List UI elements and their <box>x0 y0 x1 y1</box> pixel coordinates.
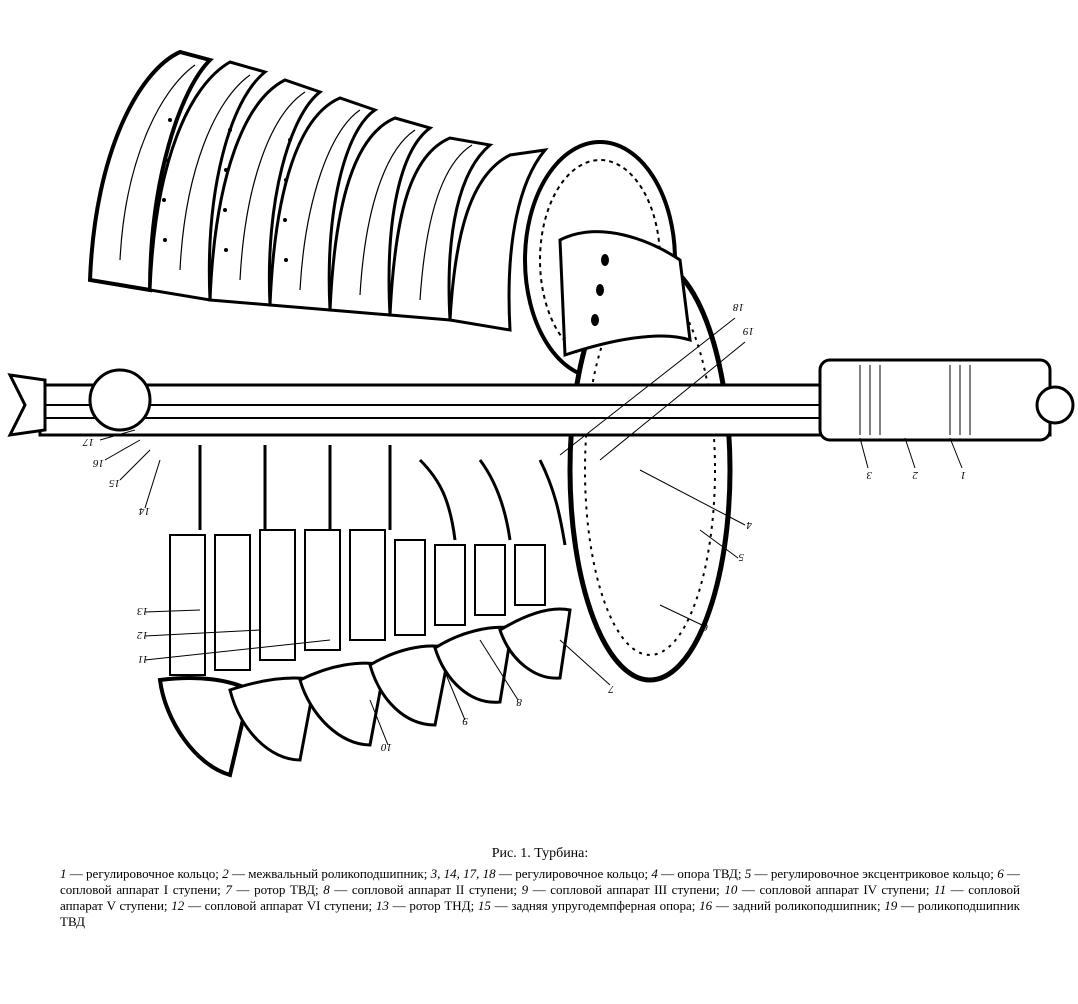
callout-4: 4 <box>746 519 752 531</box>
callout-2: 2 <box>912 469 918 481</box>
hp-turbine-disk-flange <box>523 140 733 683</box>
turbine-upper-casing <box>87 49 549 332</box>
legend-item: 10 — сопловой аппарат IV ступени; <box>724 882 935 897</box>
callout-19: 19 <box>743 325 755 337</box>
callout-3: 3 <box>866 469 873 481</box>
callout-12: 12 <box>137 629 149 641</box>
turbine-lower-nozzle-stages <box>157 445 572 778</box>
callout-8: 8 <box>516 696 522 708</box>
callout-6: 6 <box>702 621 708 633</box>
legend-item: 15 — задняя упругодемпферная опора; <box>477 898 700 913</box>
callout-9: 9 <box>462 715 468 727</box>
callout-labels: 18 19 17 16 15 14 3 2 1 4 5 6 7 8 9 10 1… <box>83 301 967 753</box>
turbine-shaft <box>7 358 1075 442</box>
legend-item: 12 — сопловой аппарат VI ступени; <box>171 898 376 913</box>
callout-13: 13 <box>137 605 149 617</box>
callout-1: 1 <box>961 469 967 481</box>
legend-item: 4 — опора ТВД; <box>651 866 745 881</box>
turbine-cutaway-drawing: 18 19 17 16 15 14 3 2 1 4 5 6 7 8 9 10 1… <box>7 49 1075 778</box>
callout-18: 18 <box>733 301 745 313</box>
legend-item: 5 — регулировочное эксцентриковое кольцо… <box>744 866 998 881</box>
callout-14: 14 <box>139 505 151 517</box>
legend-item: 6 — сопловой аппарат I ступени; <box>60 866 1020 897</box>
caption-title: Рис. 1. Турбина: <box>491 846 589 861</box>
callout-16: 16 <box>93 457 105 469</box>
legend-item: 11 — сопловой аппарат V ступени; <box>60 882 1020 913</box>
callout-17: 17 <box>83 436 95 448</box>
legend-item: 8 — сопловой аппарат II ступени; <box>323 882 522 897</box>
callout-7: 7 <box>608 683 614 695</box>
legend-item: 16 — задний роликоподшипник; <box>699 898 885 913</box>
legend-item: 7 — ротор ТВД; <box>225 882 324 897</box>
callout-5: 5 <box>738 551 744 563</box>
callout-15: 15 <box>109 477 121 489</box>
caption-legend: 1 — регулировочное кольцо; 2 — межвальны… <box>60 866 1020 930</box>
callout-11: 11 <box>138 653 148 665</box>
callout-10: 10 <box>381 741 393 753</box>
figure-caption: Рис. 1. Турбина: 1 — регулировочное коль… <box>60 846 1020 930</box>
legend-item: 1 — регулировочное кольцо; <box>60 866 223 881</box>
legend-item: 13 — ротор ТНД; <box>375 898 478 913</box>
legend-item: 19 — роликоподшипник ТВД <box>60 898 1020 929</box>
legend-item: 3, 14, 17, 18 — регулировочное кольцо; <box>430 866 652 881</box>
legend-item: 2 — межвальный роликоподшипник; <box>222 866 431 881</box>
legend-item: 9 — сопловой аппарат III ступени; <box>521 882 725 897</box>
callout-leaders <box>99 317 963 746</box>
